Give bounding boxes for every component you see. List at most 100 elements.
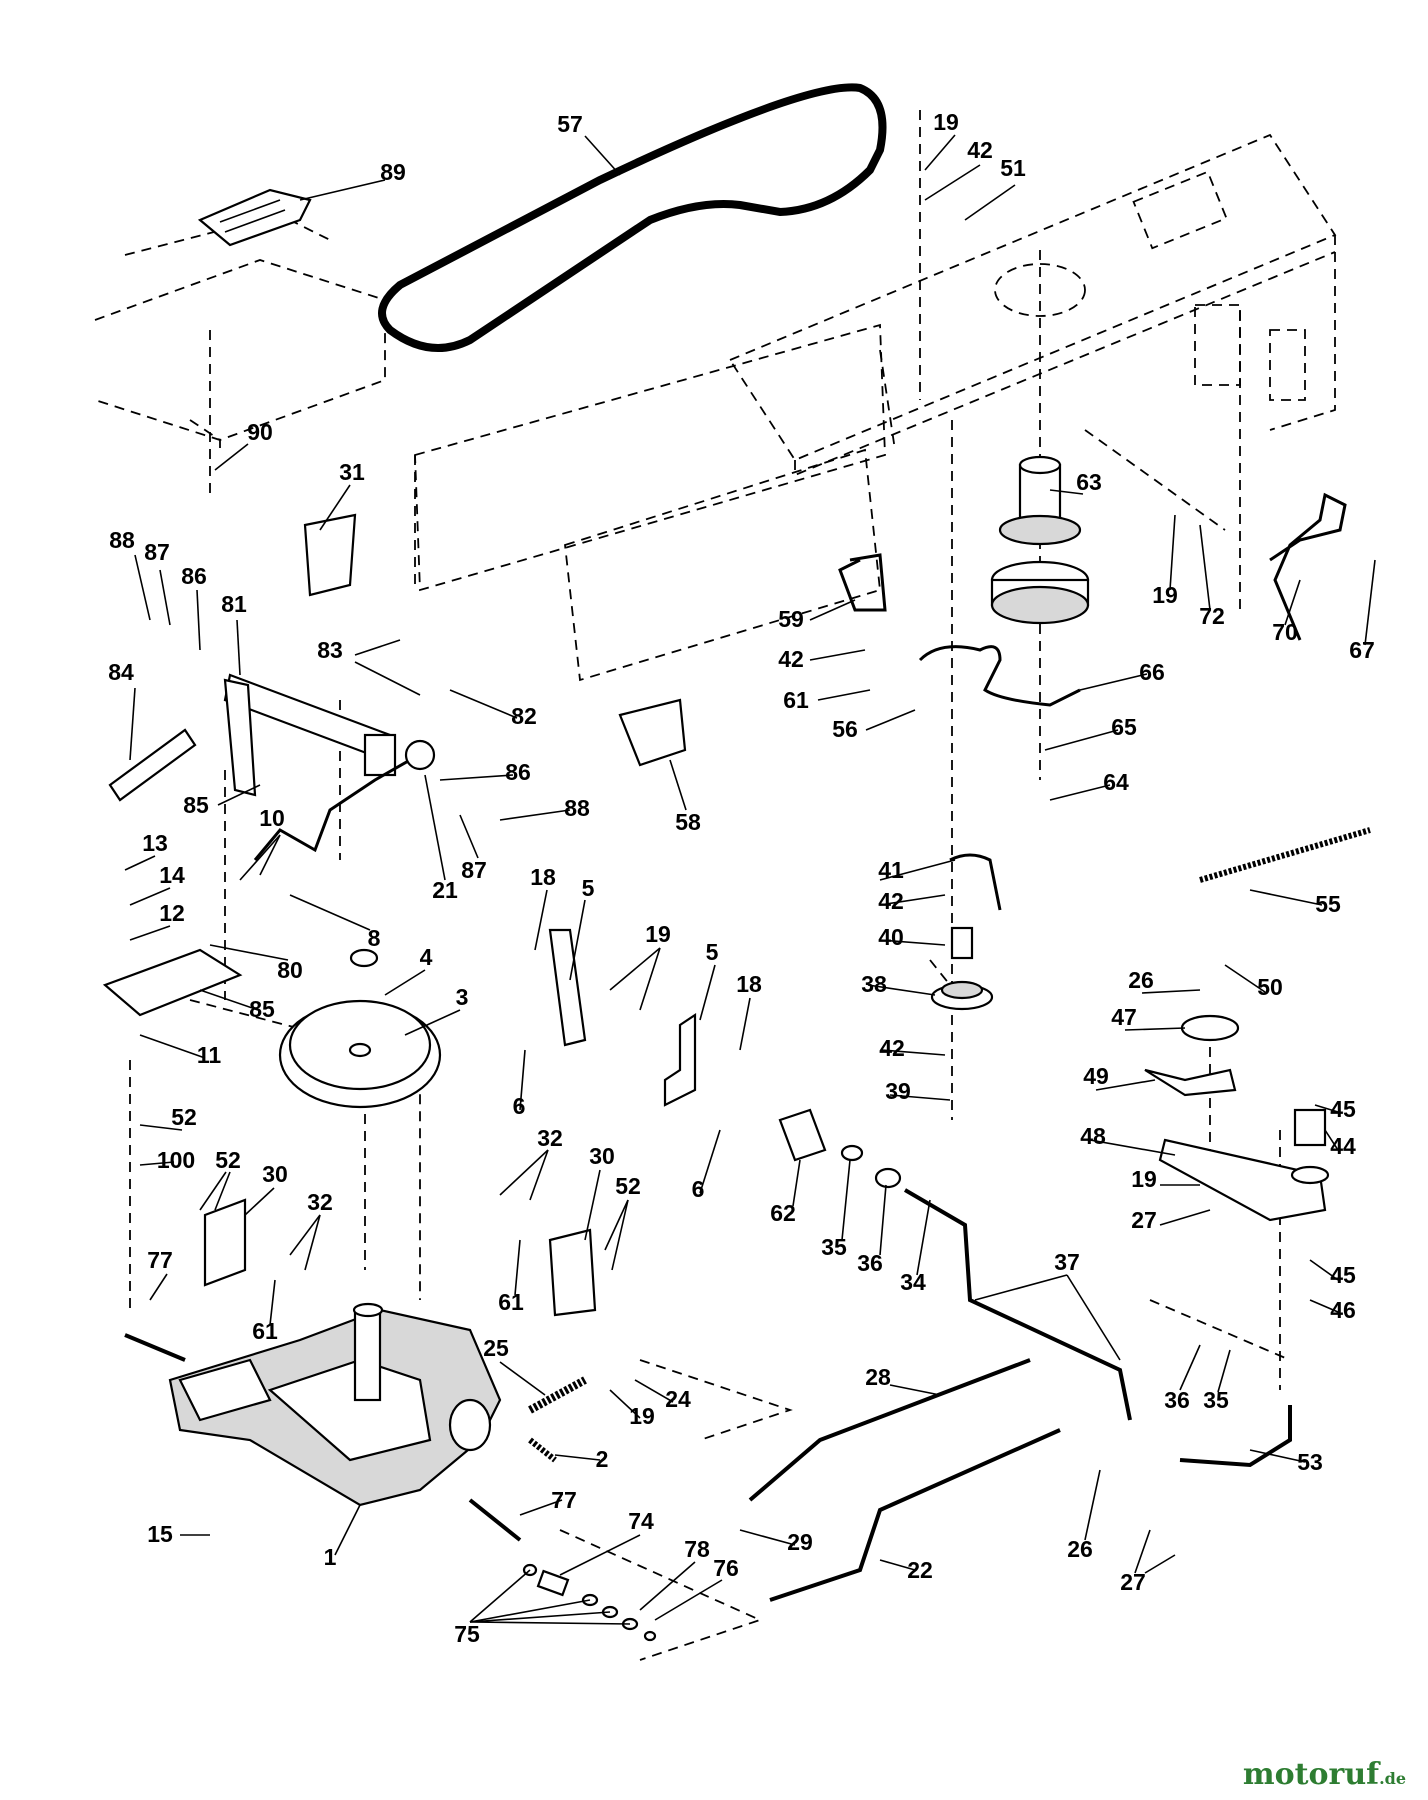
part-label-p11: 11 — [197, 1042, 222, 1068]
part-label-p56: 56 — [832, 716, 858, 742]
part-label-p34: 34 — [900, 1269, 926, 1295]
belt-guide-66 — [918, 645, 1081, 707]
clutch-rod — [778, 1108, 1132, 1421]
part-label-p19a: 19 — [933, 109, 959, 135]
part-label-p19e: 19 — [629, 1403, 655, 1429]
part-label-p84: 84 — [108, 659, 134, 685]
belt-guide-59 — [838, 553, 887, 612]
part-label-p22: 22 — [907, 1557, 933, 1583]
part-label-p85b: 85 — [249, 996, 275, 1022]
rod-22 — [769, 1428, 1061, 1602]
axle-spacers — [522, 1563, 657, 1642]
part-label-p35a: 35 — [821, 1234, 847, 1260]
part-label-p4: 4 — [420, 944, 433, 970]
bracket-5a — [548, 928, 587, 1047]
leader-lines — [124, 134, 1376, 1625]
transaxle — [124, 1302, 522, 1542]
part-label-p6a: 6 — [513, 1093, 526, 1119]
part-label-p82: 82 — [511, 703, 537, 729]
part-label-p44: 44 — [1330, 1133, 1356, 1159]
part-label-p100: 100 — [157, 1147, 195, 1173]
part-label-p42b: 42 — [778, 646, 804, 672]
part-label-p21: 21 — [432, 877, 458, 903]
part-label-p12: 12 — [159, 900, 185, 926]
part-label-p32b: 32 — [537, 1125, 563, 1151]
shift-plate — [197, 188, 312, 247]
bracket-80 — [102, 948, 243, 1017]
part-label-p66: 66 — [1139, 659, 1165, 685]
part-label-p5b: 5 — [706, 939, 719, 965]
part-label-p36a: 36 — [857, 1250, 883, 1276]
part-label-p87a: 87 — [144, 539, 170, 565]
part-label-p78: 78 — [684, 1536, 710, 1562]
part-label-p72: 72 — [1199, 603, 1225, 629]
part-label-p14: 14 — [159, 862, 185, 888]
part-label-p29: 29 — [787, 1529, 813, 1555]
part-label-p77a: 77 — [147, 1247, 173, 1273]
part-label-p6b: 6 — [692, 1176, 705, 1202]
part-label-p30a: 30 — [262, 1161, 288, 1187]
part-label-p51: 51 — [1000, 155, 1026, 181]
part-label-p47: 47 — [1111, 1004, 1137, 1030]
idler-arm-70 — [1269, 492, 1347, 641]
part-label-p52c: 52 — [615, 1173, 641, 1199]
part-label-p8: 8 — [368, 925, 381, 951]
part-label-p2: 2 — [596, 1446, 609, 1472]
part-label-p19c: 19 — [645, 921, 671, 947]
spring-2 — [528, 1437, 557, 1463]
part-label-p13: 13 — [142, 830, 168, 856]
part-label-p77b: 77 — [551, 1487, 577, 1513]
part-label-p27b: 27 — [1120, 1569, 1146, 1595]
part-label-p89: 89 — [380, 159, 406, 185]
part-label-p80: 80 — [277, 957, 303, 983]
part-label-p87b: 87 — [461, 857, 487, 883]
watermark-logo: motoruf.de — [1243, 1757, 1406, 1792]
shift-shaft-assembly — [108, 673, 397, 802]
part-label-p53: 53 — [1297, 1449, 1323, 1475]
part-label-p5a: 5 — [582, 875, 595, 901]
part-label-p19b: 19 — [1152, 582, 1178, 608]
part-label-p40: 40 — [878, 924, 904, 950]
spring-25 — [528, 1376, 587, 1414]
part-label-p36b: 36 — [1164, 1387, 1190, 1413]
part-label-p50: 50 — [1257, 974, 1283, 1000]
part-label-p70: 70 — [1272, 619, 1298, 645]
rod-28 — [748, 1358, 1031, 1502]
part-label-p86b: 86 — [505, 759, 531, 785]
part-label-p59: 59 — [778, 606, 804, 632]
part-label-p10: 10 — [259, 805, 285, 831]
part-label-p75: 75 — [454, 1621, 480, 1647]
frame-outline — [94, 133, 1337, 682]
part-label-p49: 49 — [1083, 1063, 1109, 1089]
part-label-p61a: 61 — [783, 687, 809, 713]
bracket-30a — [203, 1198, 247, 1287]
part-label-p42d: 42 — [879, 1035, 905, 1061]
part-label-p42c: 42 — [878, 888, 904, 914]
part-label-p37: 37 — [1054, 1249, 1080, 1275]
part-label-p83: 83 — [317, 637, 343, 663]
part-label-p52a: 52 — [171, 1104, 197, 1130]
part-label-p61b: 61 — [252, 1318, 278, 1344]
part-label-p19d: 19 — [1131, 1166, 1157, 1192]
watermark-domain: .de — [1379, 1769, 1406, 1788]
part-label-p28: 28 — [865, 1364, 891, 1390]
part-label-p46: 46 — [1330, 1297, 1356, 1323]
rod-53 — [1179, 1405, 1292, 1468]
bracket-5b — [663, 1012, 697, 1107]
part-label-p18b: 18 — [736, 971, 762, 997]
part-label-p38: 38 — [861, 971, 887, 997]
part-label-p67: 67 — [1349, 637, 1375, 663]
part-label-p32a: 32 — [307, 1189, 333, 1215]
part-label-p76: 76 — [713, 1555, 739, 1581]
part-label-p88a: 88 — [109, 527, 135, 553]
watermark-brand: motoruf — [1242, 1757, 1380, 1792]
plate-58 — [618, 698, 687, 767]
part-label-p31: 31 — [339, 459, 365, 485]
part-label-p39: 39 — [885, 1078, 911, 1104]
part-label-p61c: 61 — [498, 1289, 524, 1315]
part-label-p58: 58 — [675, 809, 701, 835]
part-label-p1: 1 — [324, 1544, 337, 1570]
part-label-p55: 55 — [1315, 891, 1341, 917]
part-label-p65: 65 — [1111, 714, 1137, 740]
